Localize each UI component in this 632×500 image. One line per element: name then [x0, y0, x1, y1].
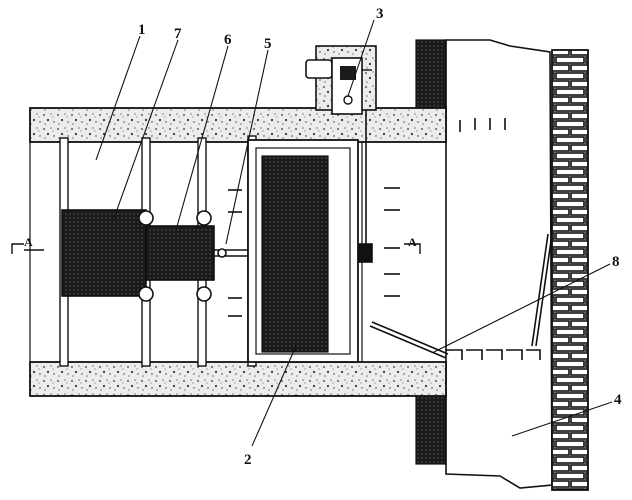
callout-1: 1 [138, 22, 146, 38]
lower-wall-block [415, 393, 447, 465]
louvre-hooks [446, 349, 541, 360]
callout-7: 7 [174, 26, 182, 42]
leader-lines [95, 19, 613, 447]
callout-4: 4 [614, 392, 622, 408]
callout-2: 2 [244, 452, 252, 468]
bottom-concrete-slab [29, 361, 447, 397]
callout-6: 6 [224, 32, 232, 48]
brick-column [551, 49, 589, 491]
screen-frame [247, 139, 359, 363]
guide-bars [369, 233, 553, 359]
outer-wall [369, 39, 589, 491]
callout-8: 8 [612, 254, 620, 270]
section-line [11, 243, 421, 254]
callout-5: 5 [264, 36, 272, 52]
filter-block-7 [61, 209, 147, 297]
callout-3: 3 [376, 6, 384, 22]
motor-assembly [305, 45, 377, 115]
top-concrete-slab [29, 107, 447, 143]
section-mark-right: A [408, 235, 417, 249]
flow-marks-upper [459, 118, 506, 132]
filter-block-6 [145, 225, 215, 281]
upper-wall-block [415, 39, 447, 111]
rollers [138, 210, 212, 302]
level-ticks [228, 187, 400, 317]
section-mark-left: A [24, 235, 33, 249]
